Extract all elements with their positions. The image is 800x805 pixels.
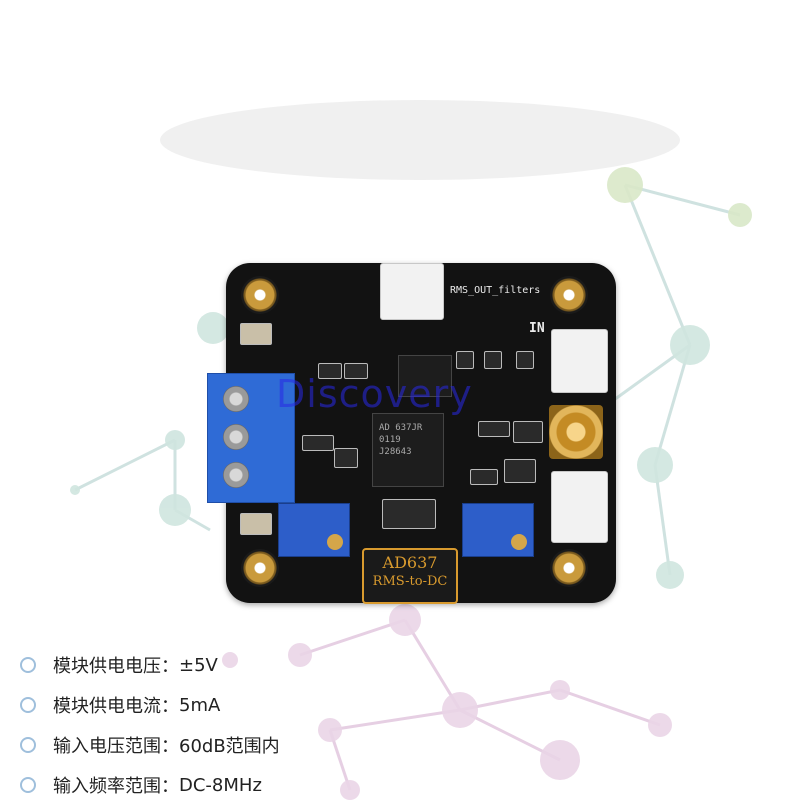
pcb-board: RMS_OUT_filters IN AD 637JR 0119 J28643: [226, 263, 616, 603]
out-connector: [551, 471, 608, 543]
smd-component: [478, 421, 510, 437]
ad637-chip: AD 637JR 0119 J28643: [372, 413, 444, 487]
rms-out-silkscreen: RMS_OUT_filters: [450, 285, 541, 296]
smd-component: [470, 469, 498, 485]
spec-label: 输入频率范围：: [53, 776, 179, 797]
mounting-hole-top-left: [241, 276, 279, 314]
chip-marking: AD 637JR 0119 J28643: [379, 423, 423, 457]
smd-component: [382, 499, 436, 529]
bullet-icon: [20, 737, 36, 753]
in-silkscreen: IN: [529, 321, 545, 336]
screw-icon: [223, 424, 249, 450]
bullet-icon: [20, 657, 36, 673]
spec-item: 模块供电电流： 5mA: [20, 685, 280, 725]
smd-component: [516, 351, 534, 369]
screw-icon: [223, 462, 249, 488]
potentiometer-left[interactable]: [278, 503, 350, 557]
watermark-text: Discovery: [276, 372, 473, 416]
smd-component: [456, 351, 474, 369]
spec-item: 输入频率范围： DC-8MHz: [20, 765, 280, 805]
mounting-hole-bottom-right: [550, 549, 588, 587]
smd-component: [318, 363, 342, 379]
mounting-hole-bottom-left: [241, 549, 279, 587]
smd-component: [504, 459, 536, 483]
label-model: AD637: [382, 553, 438, 572]
spec-value: 60dB范围内: [179, 736, 280, 757]
rms-out-connector: [380, 263, 444, 320]
spec-value: DC-8MHz: [179, 774, 262, 796]
spec-label: 输入电压范围：: [53, 736, 179, 757]
screw-icon: [223, 386, 249, 412]
in-connector: [551, 329, 608, 393]
smd-component: [240, 323, 272, 345]
power-screw-terminal[interactable]: [207, 373, 295, 503]
mounting-hole-top-right: [550, 276, 588, 314]
adjust-screw-icon[interactable]: [327, 534, 343, 550]
smd-component: [334, 448, 358, 468]
board-label: AD637 RMS-to-DC: [362, 548, 458, 604]
opamp-chip: [398, 355, 452, 397]
label-function: RMS-to-DC: [372, 574, 448, 589]
smd-component: [344, 363, 368, 379]
spec-list: 模块供电电压： ±5V 模块供电电流： 5mA 输入电压范围： 60dB范围内 …: [20, 645, 280, 805]
spec-label: 模块供电电流：: [53, 696, 179, 717]
spec-item: 输入电压范围： 60dB范围内: [20, 725, 280, 765]
spec-value: 5mA: [179, 694, 221, 716]
smd-component: [484, 351, 502, 369]
spec-item: 模块供电电压： ±5V: [20, 645, 280, 685]
adjust-screw-icon[interactable]: [511, 534, 527, 550]
smd-component: [302, 435, 334, 451]
smd-component: [240, 513, 272, 535]
sma-input-connector[interactable]: [549, 405, 603, 459]
potentiometer-right[interactable]: [462, 503, 534, 557]
bullet-icon: [20, 697, 36, 713]
spec-value: ±5V: [179, 654, 218, 676]
smd-component: [513, 421, 543, 443]
bullet-icon: [20, 777, 36, 793]
spec-label: 模块供电电压：: [53, 656, 179, 677]
